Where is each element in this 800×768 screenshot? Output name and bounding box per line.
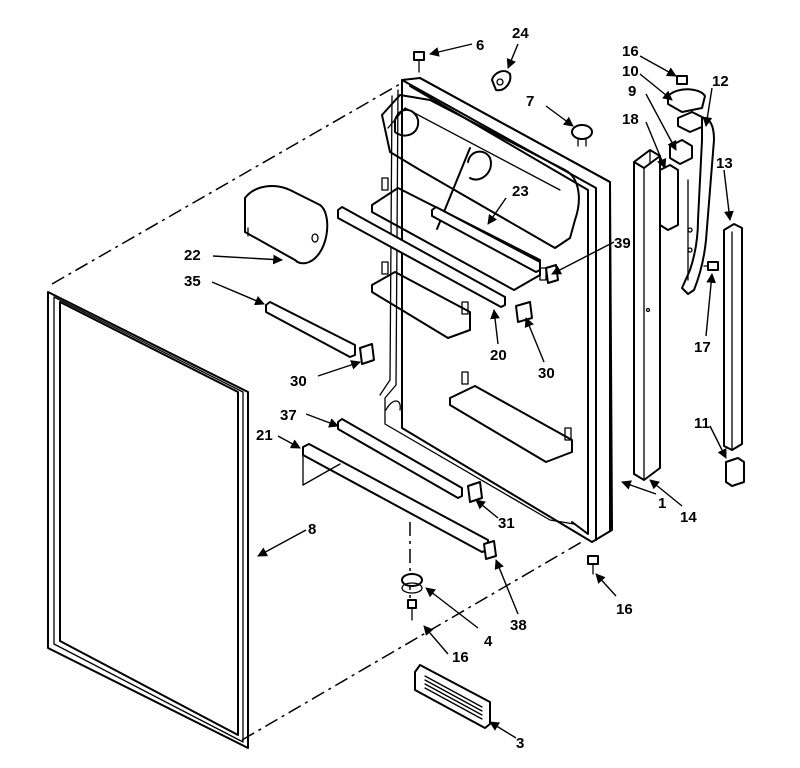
callout-22: 22 <box>184 247 201 264</box>
door-gasket <box>47 291 249 749</box>
callout-39: 39 <box>614 235 631 252</box>
callout-6: 6 <box>476 37 484 54</box>
callout-23: 23 <box>512 183 529 200</box>
door-panel <box>371 77 613 543</box>
door-shelf-bars <box>337 206 541 499</box>
door-trim-14 <box>633 149 661 481</box>
callout-37: 37 <box>280 407 297 424</box>
assembly-dashed-lines <box>51 83 586 741</box>
clip-30-right <box>515 301 533 323</box>
screw-17 <box>703 261 719 271</box>
callout-35: 35 <box>184 273 201 290</box>
clip-31 <box>467 481 483 503</box>
callout-21: 21 <box>256 427 273 444</box>
handle-trim-13 <box>723 223 743 451</box>
callout-16-top: 16 <box>622 43 639 60</box>
clip-38 <box>483 540 497 560</box>
hinge-cover-10 <box>667 88 706 113</box>
grille-3 <box>414 664 491 729</box>
screw-16-top <box>676 75 688 85</box>
callout-30-right: 30 <box>538 365 555 382</box>
screw-16-right <box>587 555 599 565</box>
hinge-plate <box>677 111 705 133</box>
callout-12: 12 <box>712 73 729 90</box>
screw-16-bottom <box>407 599 417 609</box>
bracket-18 <box>659 164 679 231</box>
callout-13: 13 <box>716 155 733 172</box>
callout-11: 11 <box>694 415 710 432</box>
leader-lines <box>211 43 734 739</box>
callout-1: 1 <box>658 495 666 512</box>
bottom-hinge <box>401 555 599 621</box>
plug-7 <box>571 124 593 140</box>
part-24 <box>491 70 512 92</box>
callout-9: 9 <box>628 83 636 100</box>
screw-6 <box>413 51 425 61</box>
shelf-bar-37 <box>337 418 463 499</box>
callout-4: 4 <box>484 633 493 650</box>
callout-3: 3 <box>516 735 524 752</box>
callout-17: 17 <box>694 339 711 356</box>
shelf-bar-upper <box>337 206 506 308</box>
shelf-bar-23 <box>431 206 541 273</box>
callout-18: 18 <box>622 111 639 128</box>
callout-38: 38 <box>510 617 527 634</box>
callout-8: 8 <box>308 521 316 538</box>
end-cap-11 <box>725 457 745 487</box>
callout-10: 10 <box>622 63 639 80</box>
clip-30-left <box>359 343 375 365</box>
callout-24: 24 <box>512 25 529 42</box>
callout-20: 20 <box>490 347 507 364</box>
callout-16-right: 16 <box>616 601 633 618</box>
callout-31: 31 <box>498 515 515 532</box>
callout-labels: 6 24 7 16 10 9 18 12 13 17 39 23 22 35 3… <box>184 25 733 752</box>
small-hardware <box>413 51 593 147</box>
callout-16-bottom: 16 <box>452 649 469 666</box>
dairy-door-cover <box>244 185 329 265</box>
door-handle-12 <box>681 117 715 295</box>
callout-14: 14 <box>680 509 697 526</box>
callout-7: 7 <box>526 93 534 110</box>
shelf-retainer-bar-35 <box>265 301 356 358</box>
callout-30-left: 30 <box>290 373 307 390</box>
hinge-parts <box>659 75 706 231</box>
